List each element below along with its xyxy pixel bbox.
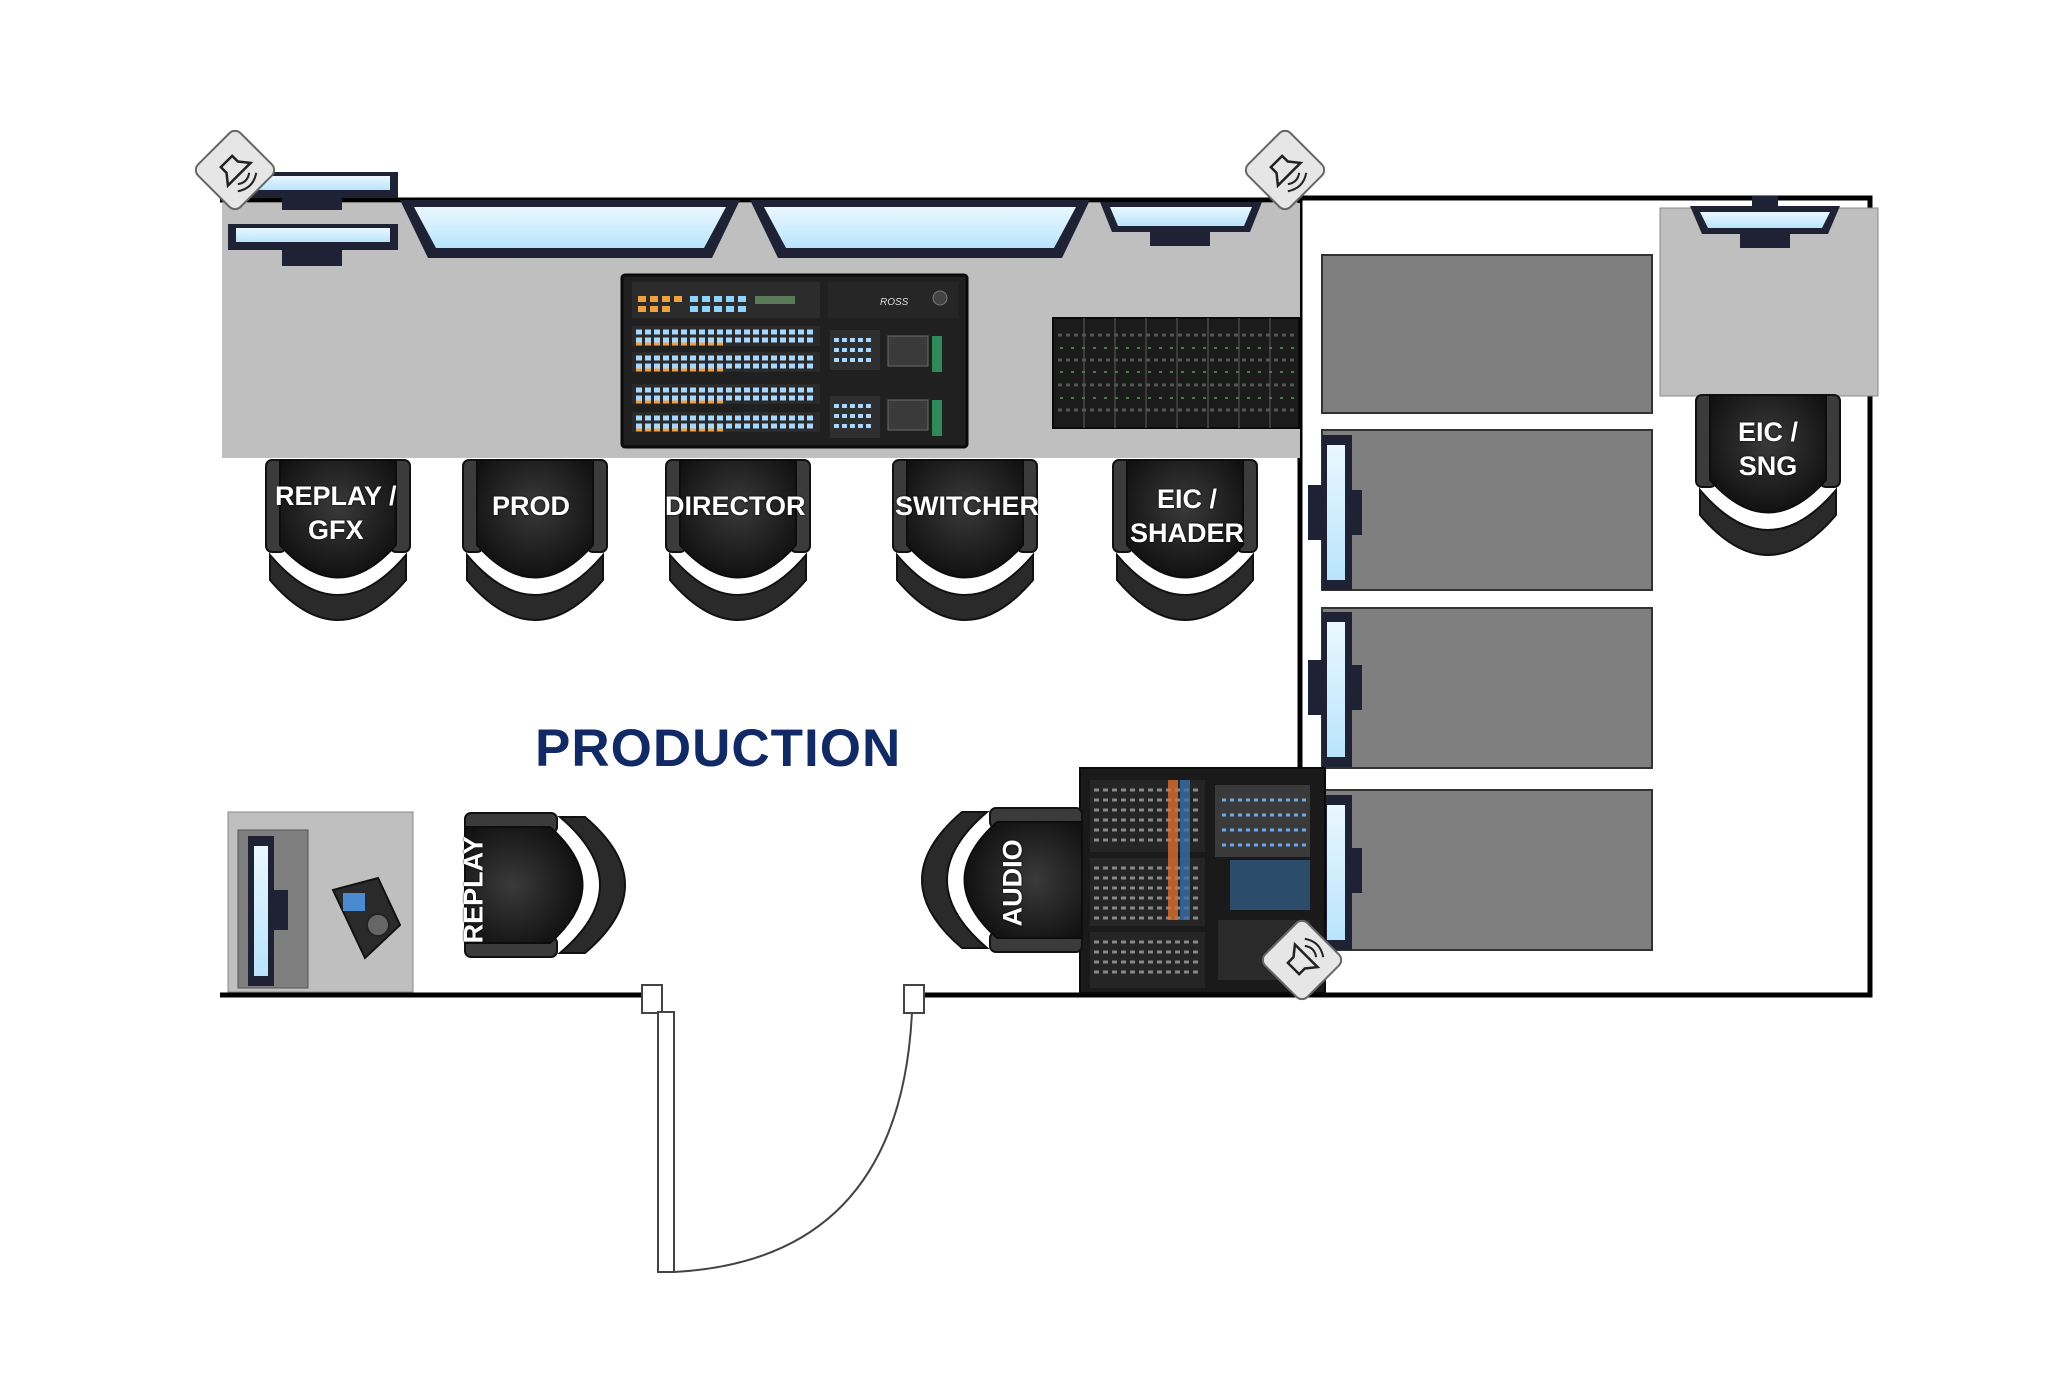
door-jamb-right: [903, 984, 925, 1014]
door[interactable]: [641, 984, 925, 1273]
eic-room: [1297, 195, 1873, 998]
speaker-icon: [1261, 919, 1343, 1001]
door-leaf: [657, 1011, 675, 1273]
door-swing-arc: [673, 1011, 913, 1273]
door-jamb-left: [641, 984, 663, 1014]
switcher-panel-icon: ROSS: [620, 273, 969, 449]
chair-icon: [665, 459, 811, 621]
room-wall: [1297, 195, 1873, 998]
station-label-eic-shader: EIC / SHADER: [1130, 484, 1245, 548]
speaker-icon: [194, 129, 276, 211]
chair-icon: [462, 459, 608, 621]
monitor-icon: [237, 829, 309, 989]
monitor-icon: [1690, 196, 1840, 248]
station-label-replay-gfx: REPLAY / GFX: [275, 481, 397, 545]
svg-text:ROSS: ROSS: [880, 297, 909, 308]
ccu-panel-icon: [1052, 317, 1300, 429]
speaker-icon: [1244, 129, 1326, 211]
chair-icon: [892, 459, 1038, 621]
station-label-prod: PROD: [492, 491, 571, 521]
monitor-icon: [1308, 612, 1362, 767]
rack: [1321, 254, 1653, 414]
monitor-icon: [1100, 202, 1262, 246]
station-label-director: DIRECTOR: [665, 491, 806, 521]
monitor-icon: [1308, 435, 1362, 590]
station-label-switcher: SWITCHER: [895, 491, 1039, 521]
eic-room-racks: [1321, 254, 1653, 951]
rack: [1321, 429, 1653, 591]
station-label-audio: AUDIO: [997, 839, 1028, 927]
monitor-icon: [228, 172, 398, 266]
station-label-replay: REPLAY: [458, 836, 489, 944]
rack: [1321, 607, 1653, 769]
rack: [1321, 789, 1653, 951]
station-label-eic-sng: EIC / SNG: [1738, 417, 1799, 481]
monitor-icon: [750, 200, 1090, 258]
monitor-icon: [400, 200, 740, 258]
area-title: PRODUCTION: [535, 719, 902, 778]
replay-controller-icon: [331, 876, 402, 960]
